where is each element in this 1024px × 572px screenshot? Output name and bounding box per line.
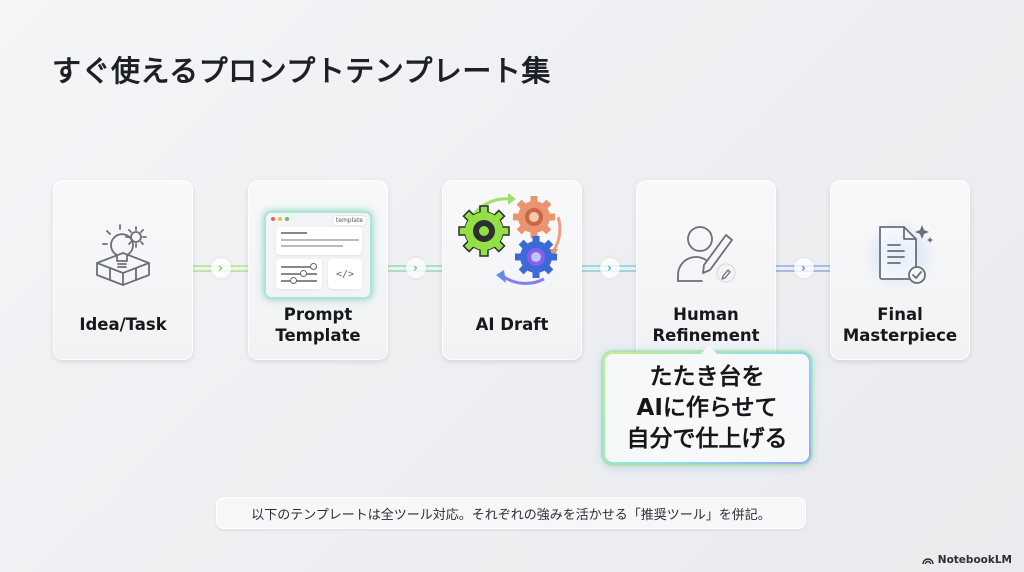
- connector-3: ›: [582, 258, 637, 278]
- brand-watermark: NotebookLM: [922, 554, 1012, 566]
- connector-1: ›: [193, 258, 248, 278]
- template-tag: template: [332, 216, 366, 225]
- callout-line: AIに作らせて: [636, 394, 778, 421]
- cycling-gears-icon: [442, 188, 582, 298]
- document-check-icon: [830, 200, 970, 310]
- brand-label: NotebookLM: [937, 554, 1012, 566]
- code-icon: </>: [328, 259, 362, 289]
- chevron-right-icon: ›: [793, 258, 814, 278]
- notebooklm-logo-icon: [922, 558, 934, 565]
- person-pen-icon: [636, 200, 776, 310]
- callout-line: 自分で仕上げる: [626, 425, 788, 452]
- page-title: すぐ使えるプロンプトテンプレート集: [52, 54, 551, 88]
- template-window-icon: template </>: [248, 200, 388, 310]
- connector-4: ›: [776, 258, 831, 278]
- connector-2: ›: [388, 258, 443, 278]
- callout-tail: [701, 345, 717, 354]
- step-label: AI Draft: [475, 315, 549, 334]
- lightbulb-gear-box-icon: [53, 200, 193, 310]
- callout-bubble: たたき台を AIに作らせて 自分で仕上げる: [603, 345, 811, 464]
- chevron-right-icon: ›: [405, 258, 426, 278]
- step-card-idea-task: Idea/Task: [53, 180, 193, 360]
- chevron-right-icon: ›: [210, 258, 231, 278]
- step-label: Idea/Task: [79, 315, 167, 334]
- callout-line: たたき台を: [649, 363, 765, 390]
- chevron-right-icon: ›: [599, 258, 620, 278]
- step-card-ai-draft: AI Draft: [442, 180, 582, 360]
- footnote-banner: 以下のテンプレートは全ツール対応。それぞれの強みを活かせる「推奨ツール」を併記。: [216, 497, 806, 529]
